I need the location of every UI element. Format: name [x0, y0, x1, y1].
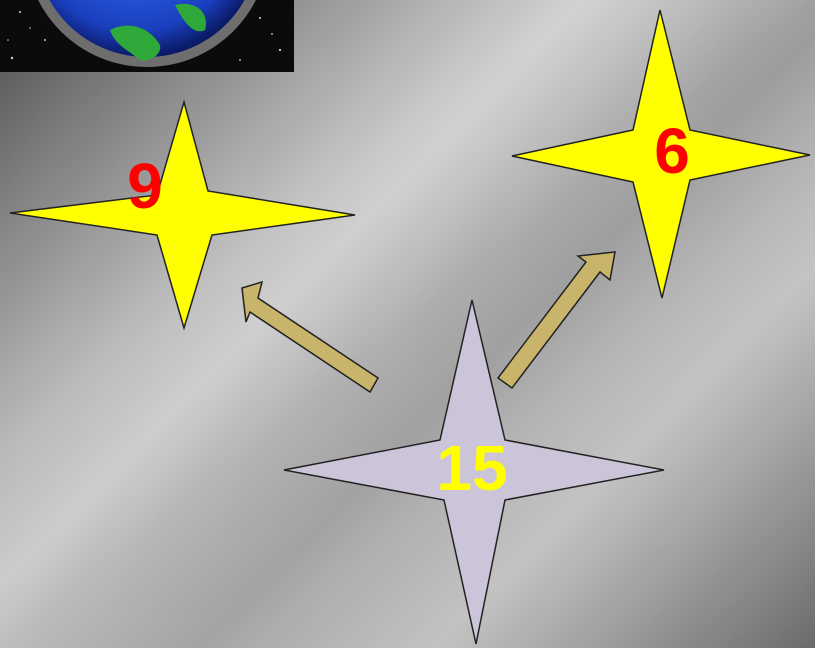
star-bottom-label: 15: [436, 432, 507, 504]
star-left-label: 9: [127, 150, 163, 222]
earth-globe-image: [0, 0, 294, 72]
star-right-label: 6: [654, 115, 690, 187]
